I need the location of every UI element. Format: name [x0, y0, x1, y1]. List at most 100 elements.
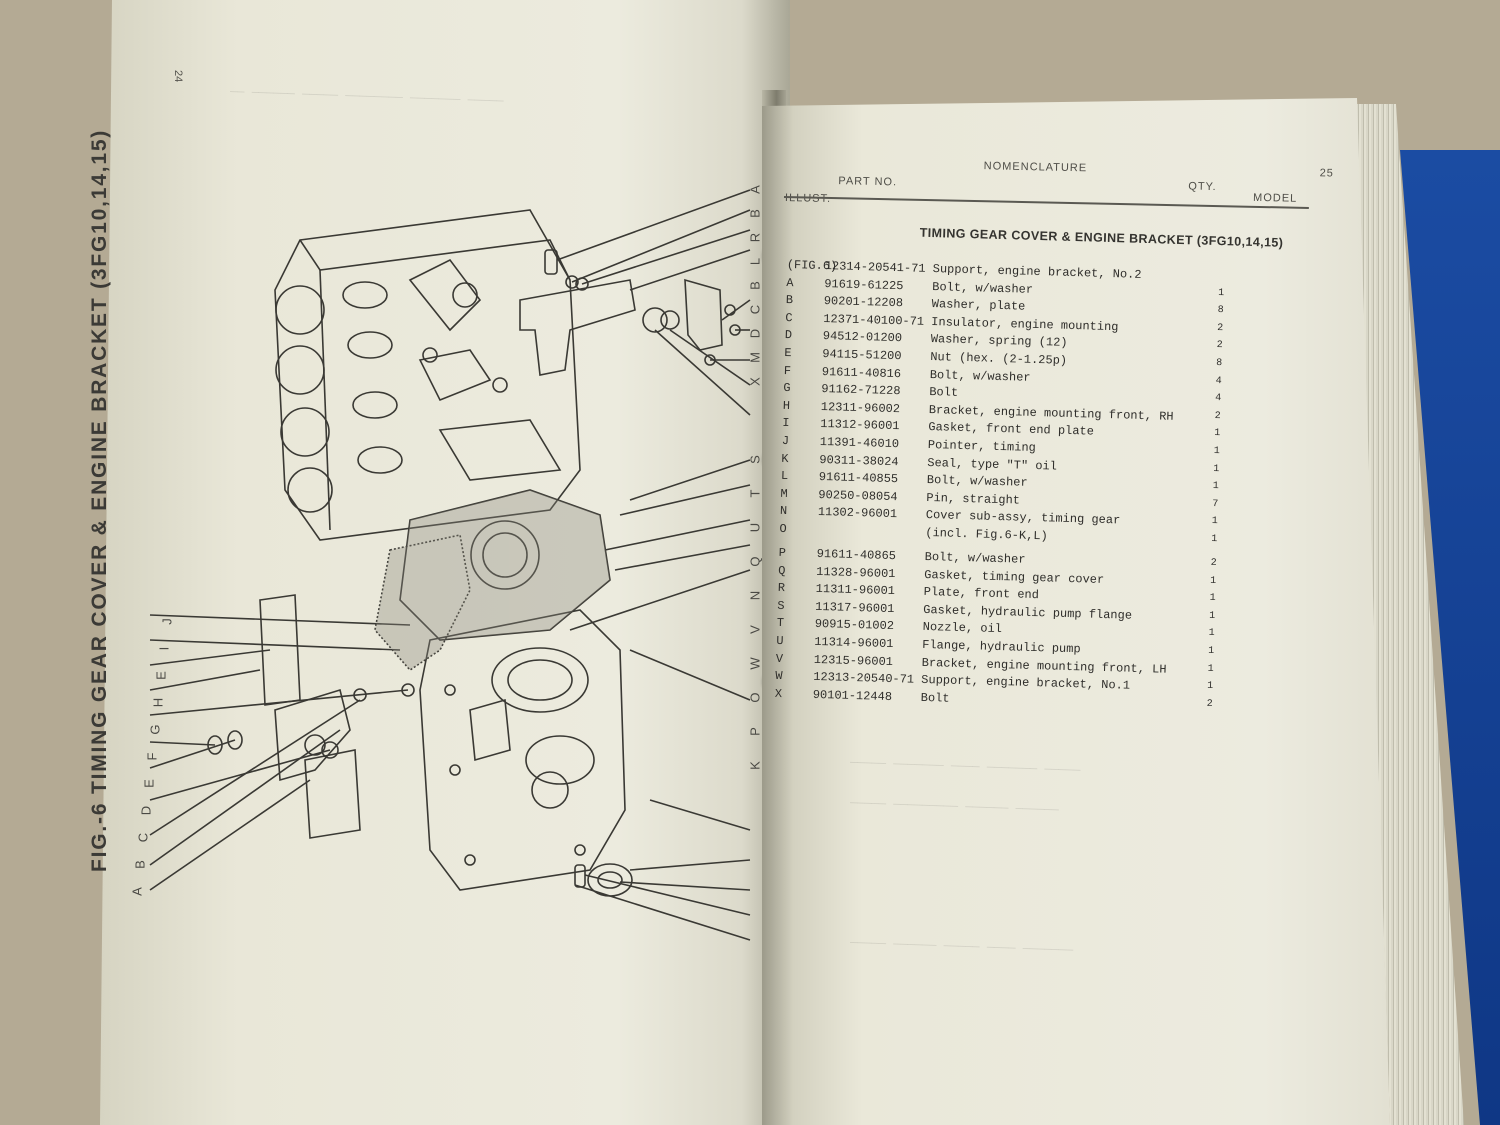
part-qty: 1 [1208, 628, 1215, 640]
part-ref: (FIG.6) [786, 257, 838, 274]
part-ref: S [777, 598, 785, 613]
part-number: 90101-12448 [812, 687, 893, 704]
timing-gear-cover [419, 609, 626, 891]
part-number: 90250-08054 [818, 487, 898, 504]
part-ref: L [780, 469, 789, 484]
callout-label: S [747, 455, 763, 464]
part-ref: B [785, 293, 794, 308]
part-qty: 1 [1209, 593, 1216, 605]
part-qty: 8 [1216, 358, 1223, 370]
part-number: 91611-40816 [821, 364, 902, 381]
part-ref: U [776, 633, 784, 649]
callout-label: D [138, 805, 154, 816]
part-qty: 1 [1209, 575, 1217, 587]
callout-label: F [144, 752, 160, 761]
callout-label: D [747, 328, 763, 339]
part-number: 11328-96001 [816, 564, 896, 581]
part-ref: K [781, 451, 789, 466]
part-number: 91162-71228 [821, 382, 901, 399]
part-number: 90311-38024 [819, 452, 899, 469]
part-number: 11311-96001 [815, 582, 896, 599]
callout-label: B [747, 209, 763, 218]
callout-label: X [747, 377, 763, 386]
part-number: 11314-96001 [814, 634, 894, 652]
part-number: 90915-01002 [814, 617, 895, 634]
callout-label: J [159, 618, 175, 625]
part-ref: D [784, 328, 793, 343]
bracket-lh [274, 688, 351, 782]
part-qty: 1 [1208, 645, 1215, 658]
part-number: 90201-12208 [823, 294, 904, 311]
callout-label: C [135, 832, 151, 843]
page-number-right: 25 [1319, 167, 1335, 180]
callout-label: B [747, 281, 763, 290]
part-ref: A [786, 275, 794, 290]
part-number: 94512-01200 [822, 329, 903, 346]
callout-label: K [747, 761, 763, 770]
part-qty: 2 [1217, 322, 1224, 334]
callout-label: H [150, 697, 166, 708]
part-qty: 2 [1206, 698, 1213, 710]
callout-label: P [747, 727, 763, 736]
callout-label: R [747, 232, 763, 243]
part-qty: 1 [1211, 533, 1218, 546]
part-qty: 2 [1210, 557, 1217, 570]
part-qty: 1 [1214, 428, 1221, 440]
callout-label: G [147, 724, 163, 735]
callout-label: Q [747, 556, 763, 567]
callout-label: N [747, 590, 763, 601]
callout-label: A [747, 185, 763, 194]
left-page [100, 0, 790, 1125]
part-ref: I [782, 416, 790, 431]
part-ref: C [785, 310, 793, 325]
part-ref: H [782, 398, 791, 413]
callout-label: E [153, 671, 169, 680]
part-ref: F [783, 363, 792, 378]
part-ref: P [778, 545, 787, 561]
part-qty: 1 [1218, 287, 1225, 299]
part-ref: X [774, 686, 783, 701]
callout-label: U [747, 522, 763, 533]
part-number: 12314-20541-71 [824, 259, 926, 276]
part-number: 91611-40855 [818, 470, 899, 487]
header-qty: QTY. [1188, 180, 1217, 194]
part-ref: Q [778, 563, 786, 578]
callout-label: W [747, 657, 763, 670]
part-qty: 2 [1214, 410, 1221, 422]
callout-label: L [747, 257, 763, 266]
part-number: 12311-96002 [820, 399, 901, 416]
part-number: 12313-20540-71 [813, 670, 915, 687]
part-ref: N [779, 504, 788, 519]
part-ref: J [781, 433, 790, 449]
part-number: 11312-96001 [820, 417, 900, 434]
exploded-parts-drawing [149, 189, 751, 941]
part-ref: O [779, 521, 787, 537]
front-end-plate [399, 489, 611, 641]
callout-label: V [747, 625, 763, 634]
right-page [762, 98, 1390, 1125]
figure-title: FIG.-6 TIMING GEAR COVER & ENGINE BRACKE… [88, 128, 111, 872]
part-number: 12315-96001 [813, 652, 894, 669]
part-ref: M [780, 486, 788, 501]
part-number: 91619-61225 [824, 276, 904, 293]
part-qty: 8 [1217, 305, 1224, 317]
part-ref: R [777, 581, 786, 596]
part-number: 11391-46010 [819, 434, 900, 452]
part-qty: 1 [1211, 516, 1218, 528]
part-number: 11317-96001 [815, 599, 895, 616]
callout-label: T [747, 489, 763, 498]
engine-block-outline [274, 209, 581, 541]
callout-label: C [747, 304, 763, 315]
callout-label: O [747, 692, 763, 703]
part-number: 91611-40865 [816, 546, 897, 564]
part-number: 94115-51200 [822, 347, 902, 364]
part-ref: G [783, 381, 791, 396]
bracket-rh [519, 279, 636, 376]
support-bracket-no2 [684, 278, 723, 351]
page-number-left: 24 [172, 70, 184, 83]
part-qty: 4 [1215, 393, 1222, 405]
header-part-no: PART NO. [838, 175, 898, 189]
part-ref: E [784, 345, 792, 361]
part-qty: 1 [1213, 445, 1220, 458]
callout-label: M [747, 352, 763, 363]
